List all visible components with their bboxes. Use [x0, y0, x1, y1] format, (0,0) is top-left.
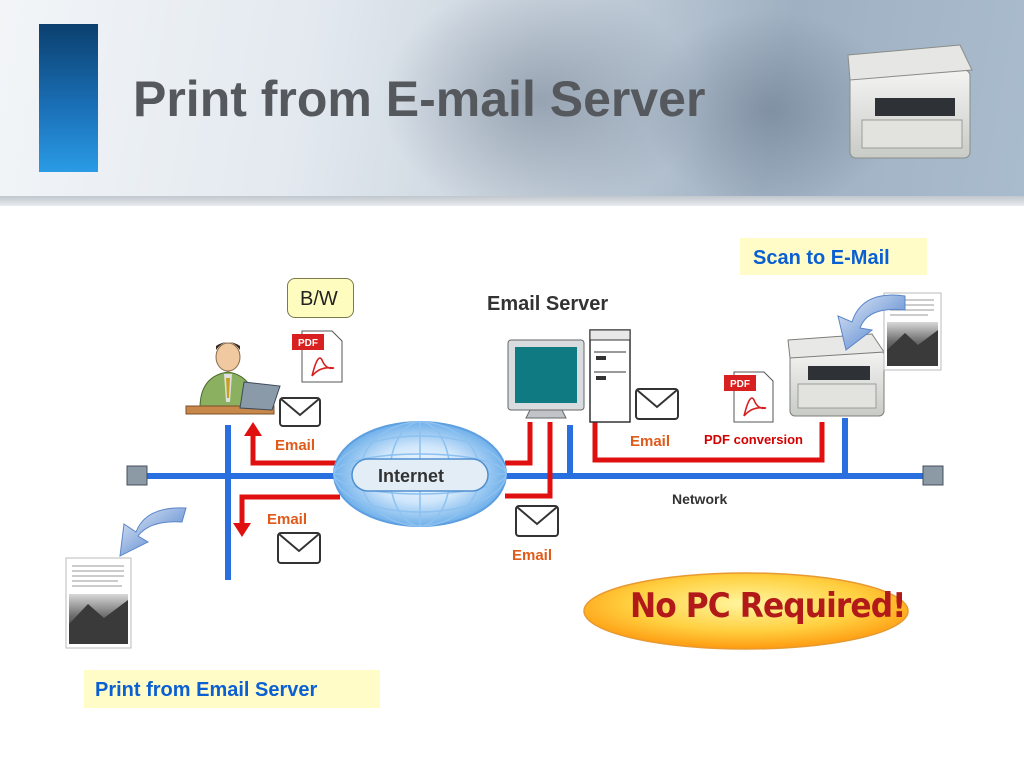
- scan-to-email-callout: [740, 238, 927, 275]
- header-photo-shade: [380, 0, 700, 206]
- no-pc-required-label: No PC Required!: [630, 586, 906, 626]
- print-from-email-server-callout: [84, 670, 380, 708]
- email-label: Email: [630, 433, 671, 450]
- user-with-laptop-icon: [185, 342, 281, 415]
- email-arrow-up: [244, 422, 262, 436]
- page-title: Print from E-mail Server: [133, 71, 706, 127]
- internet-label: Internet: [378, 466, 445, 486]
- envelope-icon: [277, 532, 321, 564]
- print-curved-arrow: [119, 507, 187, 557]
- pdf-conversion-document-icon: PDF: [724, 371, 774, 423]
- printed-photo-document: [65, 557, 132, 649]
- print-from-email-server-label: Print from Email Server: [95, 679, 318, 701]
- header-bottom-shadow: [0, 196, 1024, 206]
- email-label: Email: [267, 511, 308, 528]
- envelope-icon: [635, 388, 679, 420]
- pdf-document-icon: PDF: [292, 330, 343, 383]
- email-server-icon: [507, 329, 631, 423]
- envelope-icon: [515, 505, 559, 537]
- network-label: Network: [672, 491, 728, 507]
- email-label: Email: [512, 547, 553, 564]
- header-printer-image: [847, 44, 973, 159]
- envelope-icon: [279, 397, 321, 427]
- network-bus: [126, 418, 944, 580]
- pdf-badge-label: PDF: [298, 338, 318, 349]
- bw-callout: [287, 278, 354, 318]
- email-paths: [239, 422, 825, 527]
- bw-label: B/W: [300, 288, 338, 310]
- internet-globe: [333, 421, 507, 527]
- no-pc-required-badge: [583, 572, 909, 650]
- pdf-badge-label: PDF: [730, 379, 750, 390]
- title-accent-bar: [39, 24, 98, 172]
- multifunction-printer-icon: [787, 333, 885, 417]
- scan-to-email-label: Scan to E-Mail: [753, 247, 890, 269]
- pdf-conversion-label: PDF conversion: [704, 432, 803, 447]
- scan-curved-arrow: [837, 294, 906, 351]
- email-server-label: Email Server: [487, 293, 609, 315]
- email-arrow-down: [233, 523, 251, 537]
- email-label: Email: [275, 437, 316, 454]
